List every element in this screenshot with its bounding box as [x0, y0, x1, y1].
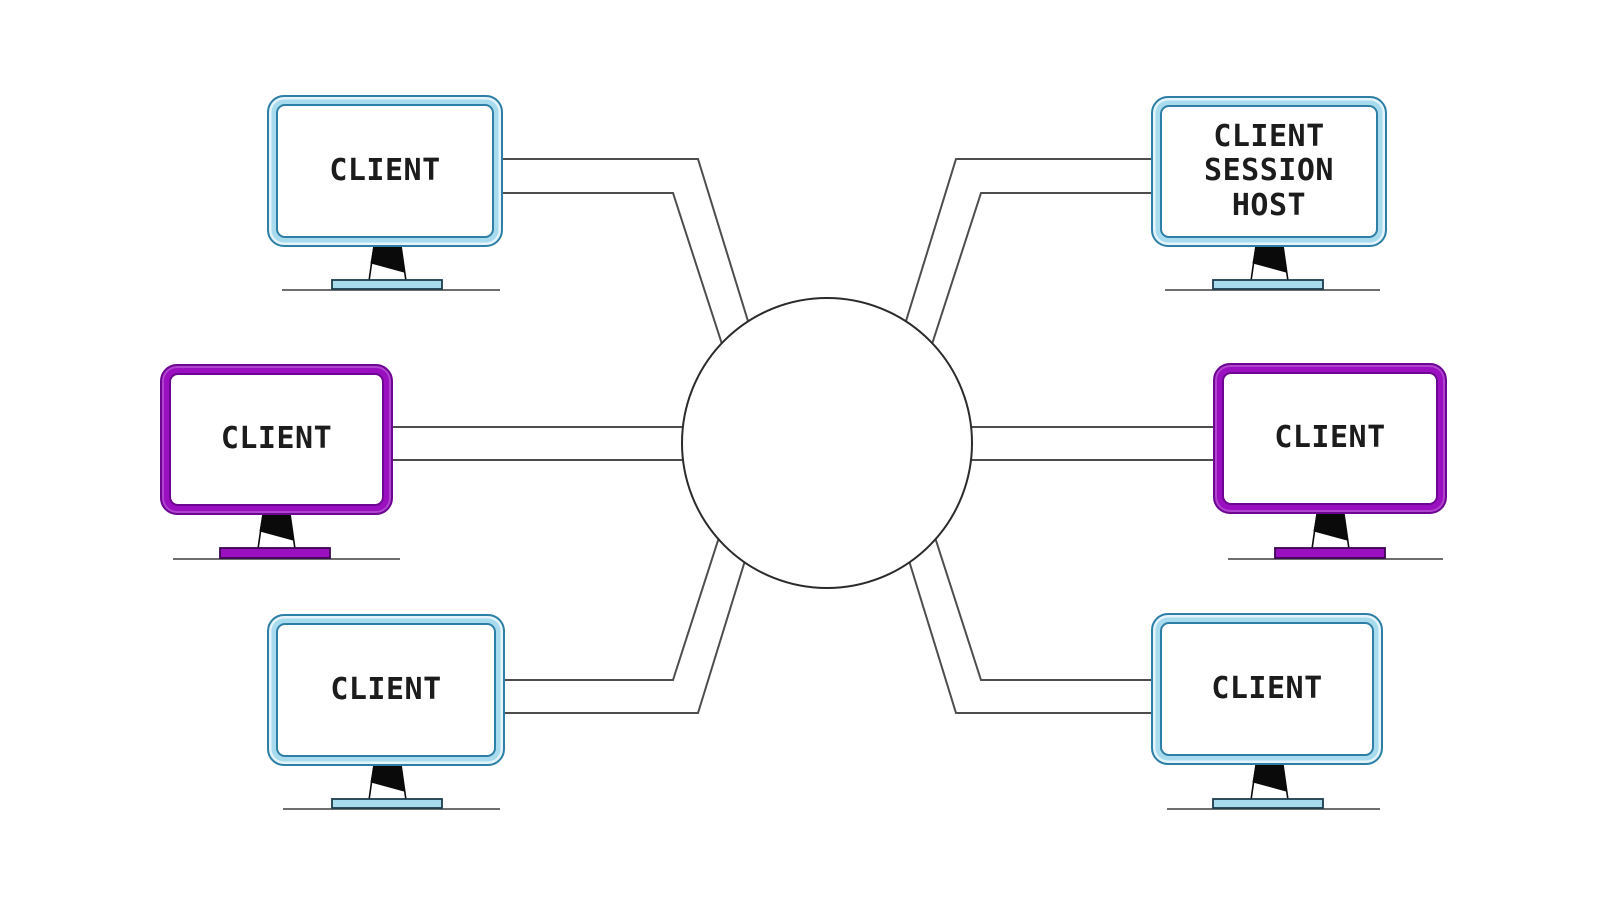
monitor-screen: CLIENT — [1222, 372, 1438, 505]
connection-top-right — [893, 158, 1151, 376]
monitor-base — [1212, 798, 1324, 809]
monitor-label: CLIENT — [1274, 420, 1386, 456]
stand-middle-left — [173, 513, 400, 560]
monitor-screen: CLIENT — [169, 373, 384, 506]
node-bottom-left-monitor: CLIENT — [267, 614, 505, 766]
connection-bottom-right — [893, 496, 1151, 714]
monitor-neck-shadow — [1313, 513, 1348, 541]
node-middle-right-monitor: CLIENT — [1213, 363, 1447, 514]
stand-top-right — [1165, 245, 1380, 291]
connection-top-left — [503, 158, 761, 376]
monitor-base — [219, 547, 331, 559]
stand-middle-right — [1228, 513, 1443, 560]
stand-bottom-right — [1167, 764, 1380, 810]
monitor-base — [1212, 279, 1324, 290]
monitor-screen: CLIENT — [1160, 622, 1374, 756]
node-top-left-monitor: CLIENT — [267, 95, 503, 247]
monitor-label: CLIENT SESSION HOST — [1204, 118, 1334, 223]
monitor-label: CLIENT — [220, 421, 333, 457]
node-bottom-right-monitor: CLIENT — [1151, 613, 1383, 765]
monitor-label: CLIENT — [1211, 670, 1323, 706]
hub-circle — [681, 297, 973, 589]
connection-bottom-left — [503, 496, 761, 714]
connection-middle-right — [944, 426, 1213, 461]
monitor-base — [331, 279, 443, 290]
monitor-label: CLIENT — [329, 152, 441, 188]
monitor-base — [331, 798, 443, 809]
connection-middle-left — [393, 426, 710, 461]
stand-bottom-left — [283, 764, 500, 810]
monitor-screen: CLIENT SESSION HOST — [1160, 105, 1378, 238]
monitor-screen: CLIENT — [276, 104, 494, 238]
stand-top-left — [282, 245, 500, 291]
monitor-base — [1274, 547, 1386, 559]
node-top-right-monitor: CLIENT SESSION HOST — [1151, 96, 1387, 247]
monitor-neck-shadow — [1252, 764, 1287, 792]
node-middle-left-monitor: CLIENT — [160, 364, 393, 515]
monitor-label: CLIENT — [330, 671, 442, 707]
monitor-screen: CLIENT — [276, 623, 496, 757]
